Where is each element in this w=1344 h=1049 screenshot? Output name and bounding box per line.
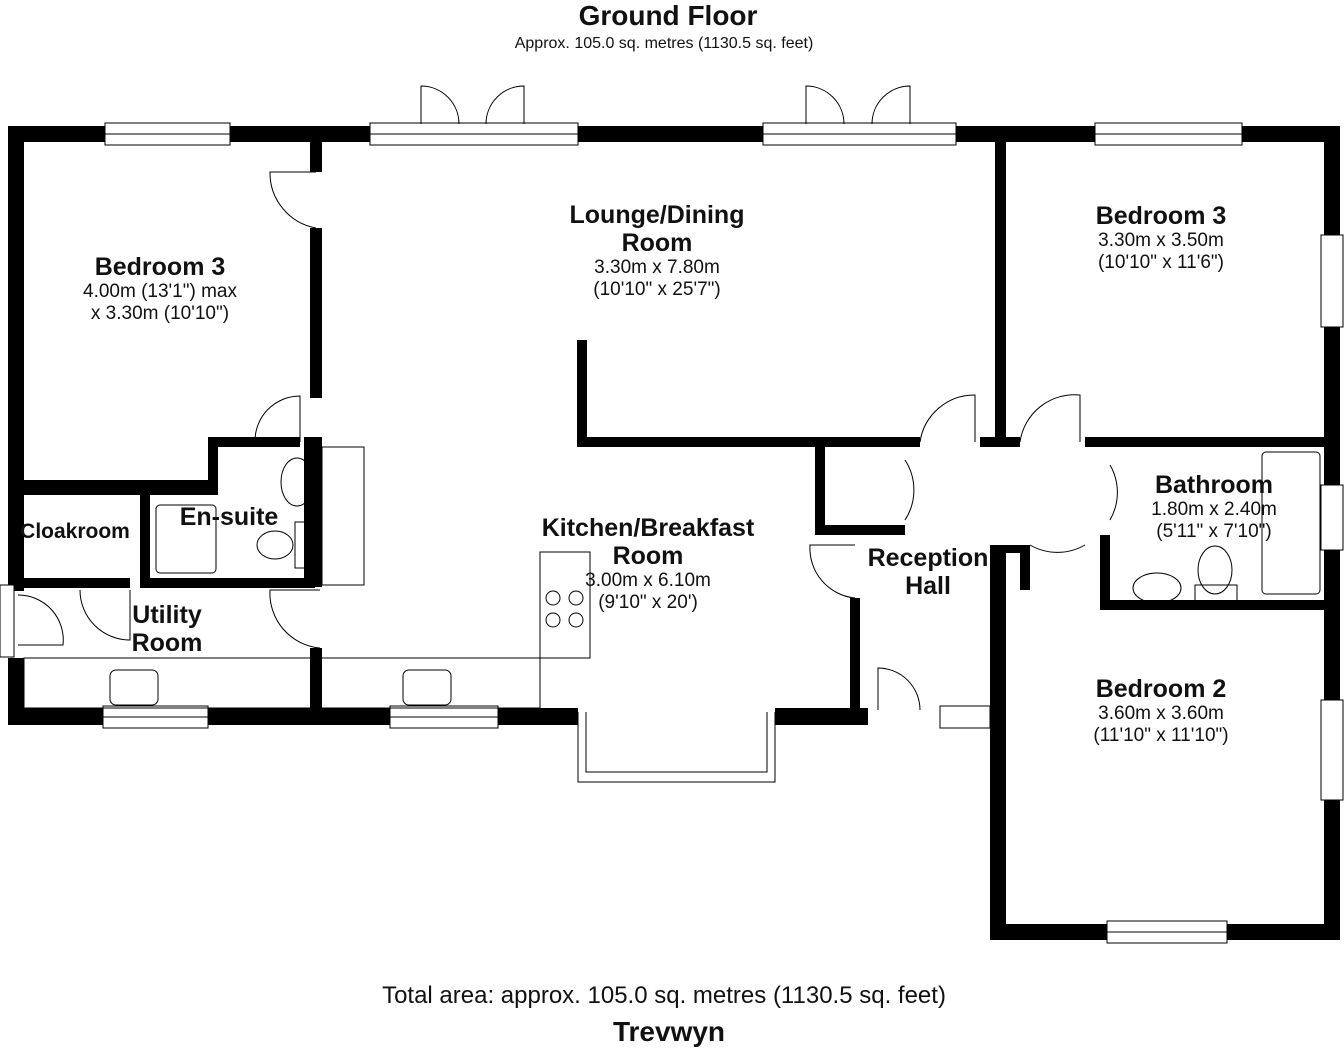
room-dimension: (9'10" x 20') [598, 592, 698, 613]
room-dimension: 3.60m x 3.60m [1098, 703, 1224, 724]
room-dimension: 3.30m x 7.80m [594, 257, 720, 278]
floor-area-subtitle: Approx. 105.0 sq. metres (1130.5 sq. fee… [514, 35, 814, 52]
room-label-kitchen: Kitchen/Breakfast Room 3.00m x 6.10m (9'… [542, 514, 755, 614]
room-dimension: 3.00m x 6.10m [585, 570, 711, 591]
room-name: Hall [905, 572, 951, 600]
total-area: Total area: approx. 105.0 sq. metres (11… [382, 982, 946, 1009]
room-dimension: (10'10" x 11'6") [1097, 252, 1224, 273]
room-name: Kitchen/Breakfast [541, 514, 755, 542]
room-name: Room [621, 229, 693, 257]
room-dimension: (5'11" x 7'10") [1156, 521, 1272, 542]
room-label-utility: Utility Room [132, 601, 203, 657]
room-name: Reception [867, 544, 989, 572]
room-dimension: (11'10" x 11'10") [1093, 725, 1229, 746]
room-dimension: x 3.30m (10'10") [90, 303, 230, 324]
room-name: Lounge/Dining [569, 201, 745, 229]
room-name: Room [612, 542, 684, 570]
room-dimension: 3.30m x 3.50m [1098, 230, 1224, 251]
room-name: Utility [132, 601, 202, 629]
room-dimension: (10'10" x 25'7") [593, 279, 721, 300]
windows [0, 122, 1344, 944]
room-name: Bedroom 3 [94, 253, 226, 281]
room-label-reception: Reception Hall [868, 544, 989, 600]
room-name: Bedroom 2 [1095, 675, 1227, 703]
room-label-bedroom-left: Bedroom 3 4.00m (13'1") max x 3.30m (10'… [83, 253, 237, 325]
room-label-bathroom: Bathroom 1.80m x 2.40m (5'11" x 7'10") [1151, 471, 1277, 543]
floor-title: Ground Floor [578, 0, 758, 31]
doors [17, 85, 1321, 711]
room-name: Bathroom [1154, 471, 1274, 499]
room-name: Room [131, 629, 203, 657]
room-label-lounge: Lounge/Dining Room 3.30m x 7.80m (10'10"… [570, 201, 745, 301]
room-dimension: 4.00m (13'1") max [83, 281, 237, 302]
room-label-ensuite: En-suite [179, 503, 279, 531]
room-label-bedroom2: Bedroom 2 3.60m x 3.60m (11'10" x 11'10"… [1093, 675, 1228, 747]
room-name: Bedroom 3 [1095, 202, 1227, 230]
room-label-bedroom-right: Bedroom 3 3.30m x 3.50m (10'10" x 11'6") [1096, 202, 1227, 274]
room-label-cloakroom: Cloakroom [20, 520, 130, 543]
room-dimension: 1.80m x 2.40m [1151, 499, 1277, 520]
property-name: Trevwyn [612, 1016, 726, 1047]
